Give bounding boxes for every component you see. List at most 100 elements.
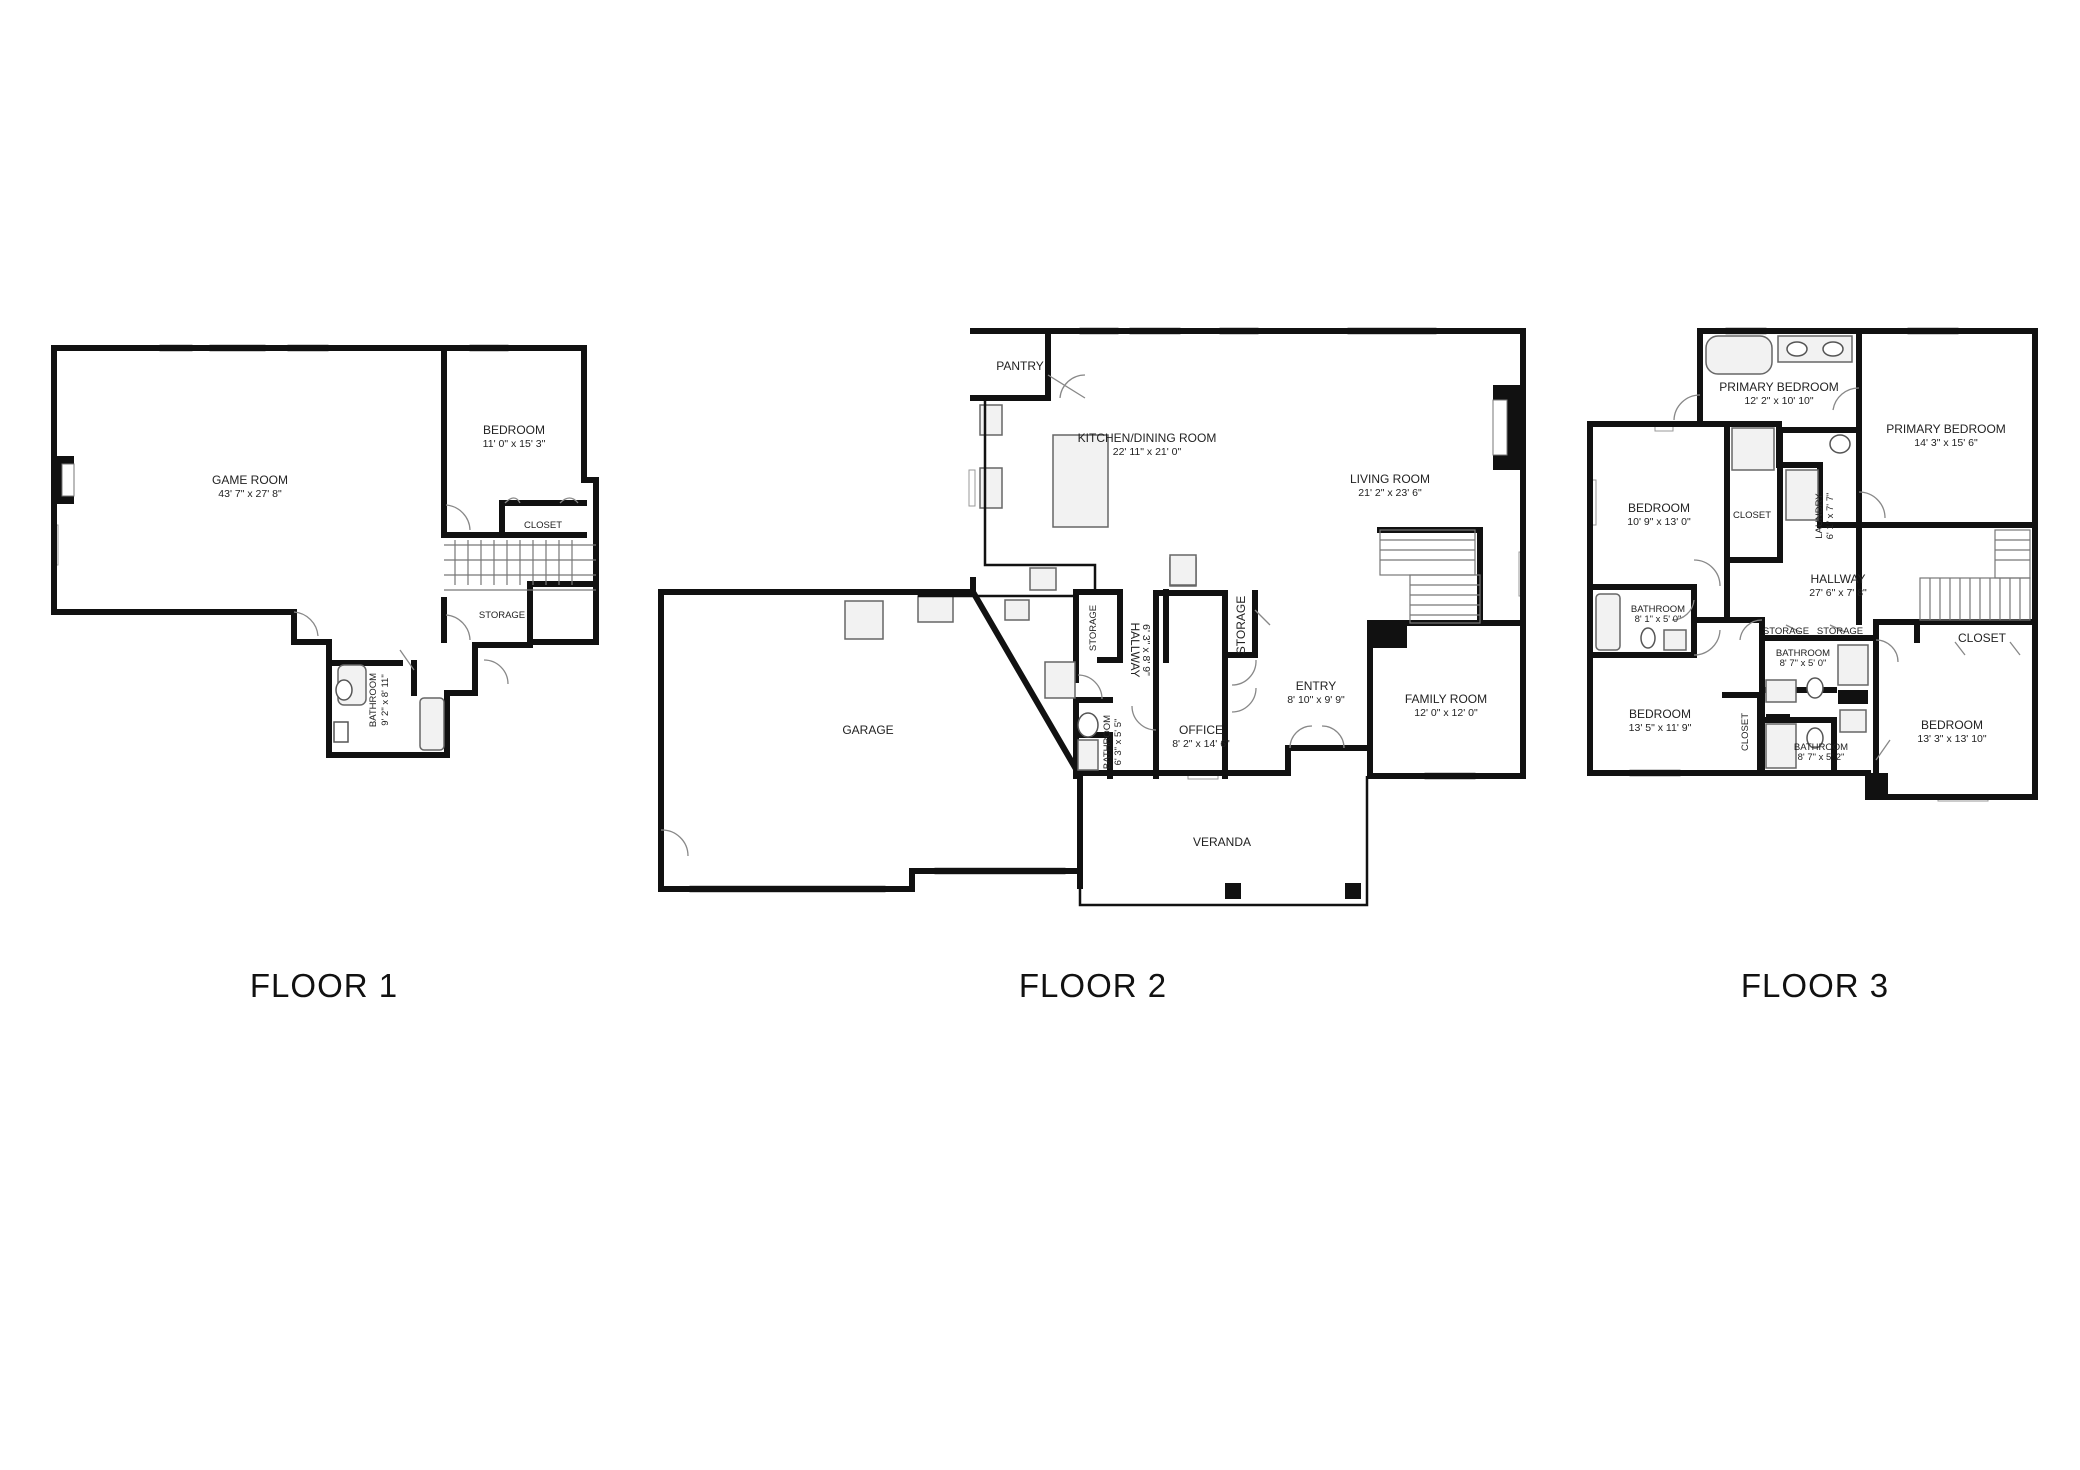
- counter: [917, 595, 954, 623]
- room-label: STORAGE: [1088, 605, 1099, 651]
- window: [968, 469, 976, 507]
- room-dimensions: 21' 2" x 23' 6": [1358, 487, 1422, 499]
- door: [1254, 609, 1271, 626]
- sink: [1663, 629, 1687, 651]
- floor-label: FLOOR 3: [1741, 967, 1889, 1004]
- room-label: CLOSET: [1958, 631, 2007, 645]
- cooktop: [1029, 567, 1057, 591]
- room-label: CLOSET: [524, 520, 562, 531]
- room-dimensions: 22' 11" x 21' 0": [1113, 446, 1182, 458]
- room-label: CLOSET: [1740, 713, 1751, 751]
- interior-wall: [1873, 619, 2038, 658]
- bathtub: [1595, 593, 1621, 651]
- room-label: VERANDA: [1193, 835, 1251, 849]
- shower: [1837, 644, 1869, 686]
- interior-wall: [1222, 590, 1258, 658]
- room-dimensions: 6' 3" x 5' 5": [1113, 719, 1124, 766]
- interior-wall: [441, 345, 587, 538]
- room-dimensions: 13' 3" x 13' 10": [1917, 733, 1987, 745]
- interior-wall: [970, 328, 1051, 401]
- room-label: BATHROOM: [1776, 648, 1830, 659]
- room-label: BATHROOM: [1794, 742, 1848, 753]
- room-label: HALLWAY: [1810, 572, 1865, 586]
- water-heater: [844, 600, 884, 640]
- toilet: [1806, 677, 1824, 699]
- shower: [1765, 723, 1797, 769]
- floor-label: FLOOR 1: [250, 967, 398, 1004]
- room-label: LIVING ROOM: [1350, 472, 1430, 486]
- door: [445, 614, 471, 641]
- room-label: ENTRY: [1296, 679, 1336, 693]
- closet-door: [1954, 641, 2021, 656]
- room-label: BEDROOM: [1629, 707, 1691, 721]
- closet-door: [504, 497, 579, 504]
- door: [1693, 629, 1721, 656]
- sink: [1839, 709, 1867, 733]
- shower: [1731, 427, 1775, 471]
- sink: [1004, 599, 1030, 621]
- room-dimensions: 9' 2" x 8' 11": [380, 674, 391, 725]
- room-label: OFFICE: [1179, 723, 1223, 737]
- bathtub: [1705, 335, 1773, 375]
- exterior-wall: [51, 345, 599, 758]
- sink: [1077, 739, 1099, 771]
- room-dimensions: 8' 1" x 5' 0": [1635, 614, 1682, 625]
- room-label: STORAGE: [1817, 626, 1863, 637]
- door: [1875, 739, 1891, 761]
- interior-wall: [1153, 590, 1228, 779]
- room-dimensions: 6' 1" x 7' 7": [1825, 493, 1836, 540]
- door: [1077, 674, 1103, 700]
- room-label: HALLWAY: [1128, 622, 1142, 677]
- closet-door: [1785, 624, 1846, 633]
- steps: [1044, 661, 1076, 699]
- room-label: BEDROOM: [483, 423, 545, 437]
- kitchen-island: [1052, 434, 1109, 528]
- interior-wall: [1722, 647, 1765, 776]
- room-dimensions: 11' 0" x 15' 3": [483, 438, 546, 450]
- room-label: PRIMARY BEDROOM: [1719, 380, 1839, 394]
- room-label: GAME ROOM: [212, 473, 288, 487]
- room-label: LAUNDRY: [1814, 493, 1825, 539]
- toilet: [1806, 727, 1824, 749]
- floor-label: FLOOR 2: [1019, 967, 1167, 1004]
- door: [1047, 374, 1086, 399]
- door: [293, 611, 319, 637]
- room-dimensions: 27' 6" x 7' 8": [1809, 587, 1867, 599]
- column: [1345, 883, 1361, 899]
- room-label: STORAGE: [479, 610, 525, 621]
- door: [1693, 559, 1721, 587]
- staircase: [1919, 529, 2031, 621]
- room-label: BATHROOM: [1102, 715, 1113, 769]
- room-dimensions: 8' 10" x 9' 9": [1287, 694, 1345, 706]
- interior-wall: [1724, 421, 1783, 563]
- door: [1739, 619, 1763, 641]
- room-label: BATHROOM: [1631, 604, 1685, 615]
- entry-double-door: [1289, 725, 1345, 749]
- floor-3-plan: PRIMARY BEDROOM 12' 2" x 10' 10" PRIMARY…: [1587, 327, 2038, 1004]
- room-label: GARAGE: [842, 723, 893, 737]
- room-label: KITCHEN/DINING ROOM: [1078, 431, 1217, 445]
- room-label: BEDROOM: [1921, 718, 1983, 732]
- room-dimensions: 12' 0" x 12' 0": [1414, 707, 1478, 719]
- column: [1225, 883, 1241, 899]
- bathtub: [419, 697, 445, 751]
- sink: [979, 467, 1003, 509]
- room-dimensions: 10' 9" x 13' 0": [1627, 516, 1691, 528]
- interior-wall: [527, 581, 599, 645]
- room-label: CLOSET: [1733, 510, 1771, 521]
- interior-wall: [326, 660, 417, 696]
- veranda-outline: [1078, 776, 1369, 907]
- sink: [1822, 341, 1844, 357]
- sink: [1765, 679, 1797, 703]
- room-label: STORAGE: [1234, 596, 1248, 654]
- door: [445, 504, 471, 531]
- toilet: [1829, 434, 1851, 454]
- door: [1673, 394, 1701, 421]
- door: [399, 649, 415, 671]
- built-in: [1838, 690, 1868, 704]
- room-dimensions: 8' 7" x 5' 0": [1780, 658, 1827, 669]
- room-label: STORAGE: [1763, 626, 1809, 637]
- room-dimensions: 43' 7" x 27' 8": [218, 488, 282, 500]
- built-in: [1766, 714, 1790, 722]
- room-dimensions: 8' 2" x 14' 6": [1172, 738, 1230, 750]
